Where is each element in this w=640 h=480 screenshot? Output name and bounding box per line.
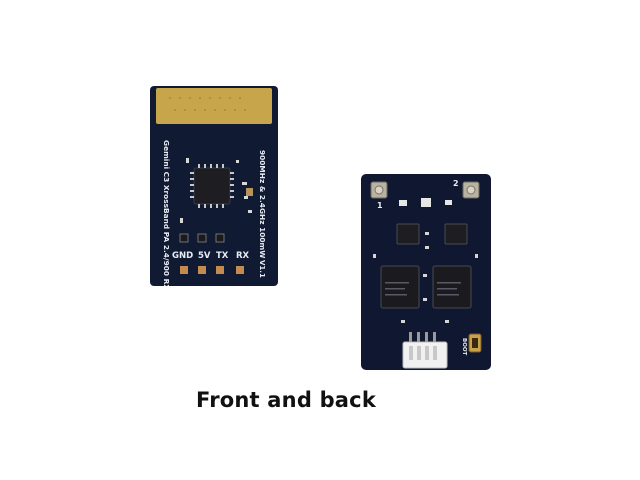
back-board-image: 1 2 BOOT (361, 174, 491, 370)
main-chip (193, 167, 231, 205)
pad-gnd (180, 266, 188, 274)
antenna-label-1: 1 (377, 201, 383, 210)
rf-chip-2 (444, 223, 468, 245)
pad-rx (236, 266, 244, 274)
boot-label: BOOT (461, 338, 467, 356)
pad-label-gnd: GND (172, 251, 193, 261)
pad-tx (216, 266, 224, 274)
gold-antenna-pad (156, 88, 272, 124)
silkscreen-model-text: Gemini C3 XrossBand PA 2.4/900 RX (162, 140, 171, 286)
crystal (246, 188, 253, 196)
silkscreen-version-text: V1.1 (258, 260, 266, 278)
silkscreen-freq-text: 900MHz & 2.4GHz 100mW (258, 150, 267, 258)
back-pcb (361, 174, 491, 370)
pad-label-tx: TX (216, 251, 229, 261)
caption-text: Front and back (196, 388, 376, 412)
pad-5v (198, 266, 206, 274)
rf-chip-1 (396, 223, 420, 245)
transceiver-chip-1 (380, 265, 420, 309)
antenna-label-2: 2 (453, 179, 459, 188)
front-board-image: Gemini C3 XrossBand PA 2.4/900 RX 900MHz… (150, 86, 278, 286)
pad-label-rx: RX (236, 251, 250, 261)
pad-label-5v: 5V (198, 251, 211, 261)
transceiver-chip-2 (432, 265, 472, 309)
